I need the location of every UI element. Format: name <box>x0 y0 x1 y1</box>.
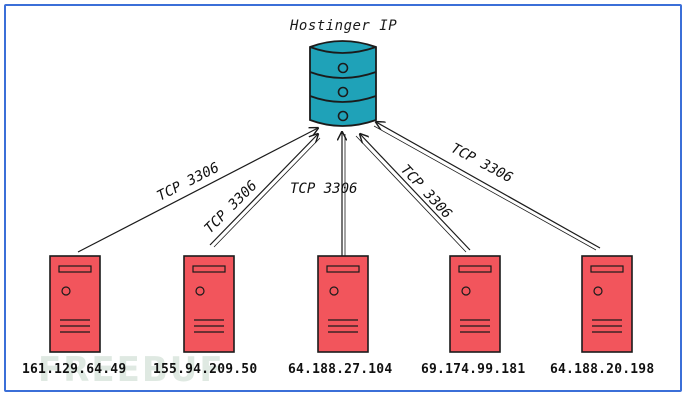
server-icon-3 <box>317 255 369 353</box>
database-label: Hostinger IP <box>290 18 398 34</box>
diagram-frame <box>4 4 682 392</box>
server-ip-label-3: 64.188.27.104 <box>288 362 393 377</box>
edge-label-3: TCP 3306 <box>290 181 357 197</box>
server-ip-label-4: 69.174.99.181 <box>421 362 526 377</box>
edge-label-5: TCP 3306 <box>448 140 515 186</box>
server-icon-1 <box>49 255 101 353</box>
server-ip-label-5: 64.188.20.198 <box>550 362 655 377</box>
edge-label-4: TCP 3306 <box>397 162 455 222</box>
server-ip-label-2: 155.94.209.50 <box>153 362 258 377</box>
server-icon-4 <box>449 255 501 353</box>
server-icon-5 <box>581 255 633 353</box>
connection-3: TCP 3306 <box>290 132 357 258</box>
connection-1: TCP 3306 <box>77 128 318 253</box>
edge-label-2: TCP 3306 <box>202 178 261 237</box>
server-ip-label-1: 161.129.64.49 <box>22 362 127 377</box>
database-icon <box>309 40 377 127</box>
watermark: FREEBUF <box>38 350 225 390</box>
edge-label-1: TCP 3306 <box>155 160 222 205</box>
connection-5: TCP 3306 <box>374 122 601 251</box>
server-icon-2 <box>183 255 235 353</box>
